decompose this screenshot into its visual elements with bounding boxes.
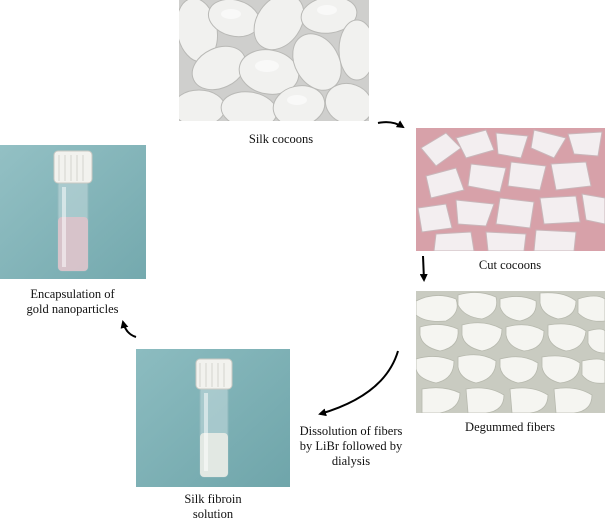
silk-cocoons-photo — [179, 0, 369, 121]
encapsulation-caption-line2: gold nanoparticles — [26, 302, 119, 316]
degummed-fibers-photo — [416, 291, 605, 413]
dissolution-caption-line1: Dissolution of fibers — [299, 424, 403, 438]
dissolution-caption-line3: dialysis — [331, 454, 371, 468]
arrow-cut-to-degummed — [419, 255, 428, 282]
silk-fibroin-vial-photo — [136, 349, 290, 487]
silk-fibroin-caption-line1: Silk fibroin — [184, 492, 242, 506]
silk-fibroin-caption: Silk fibroin solution — [163, 492, 263, 522]
arrow-degummed-to-dissolution — [318, 350, 399, 417]
silk-cocoons-caption: Silk cocoons — [248, 132, 314, 146]
encapsulation-caption: Encapsulation of gold nanoparticles — [5, 287, 140, 317]
encapsulation-caption-line1: Encapsulation of — [30, 287, 115, 301]
dissolution-caption-line2: by LiBr followed by — [299, 439, 403, 453]
encapsulation-vial-photo — [0, 145, 146, 279]
arrow-fibroin-to-encapsulation — [120, 320, 137, 338]
dissolution-caption: Dissolution of fibers by LiBr followed b… — [289, 424, 413, 469]
cut-cocoons-photo — [416, 128, 605, 251]
degummed-fibers-caption: Degummed fibers — [465, 420, 555, 434]
cut-cocoons-caption: Cut cocoons — [478, 258, 542, 272]
silk-fibroin-caption-line2: solution — [192, 507, 234, 521]
arrow-cocoons-to-cut — [377, 120, 405, 129]
